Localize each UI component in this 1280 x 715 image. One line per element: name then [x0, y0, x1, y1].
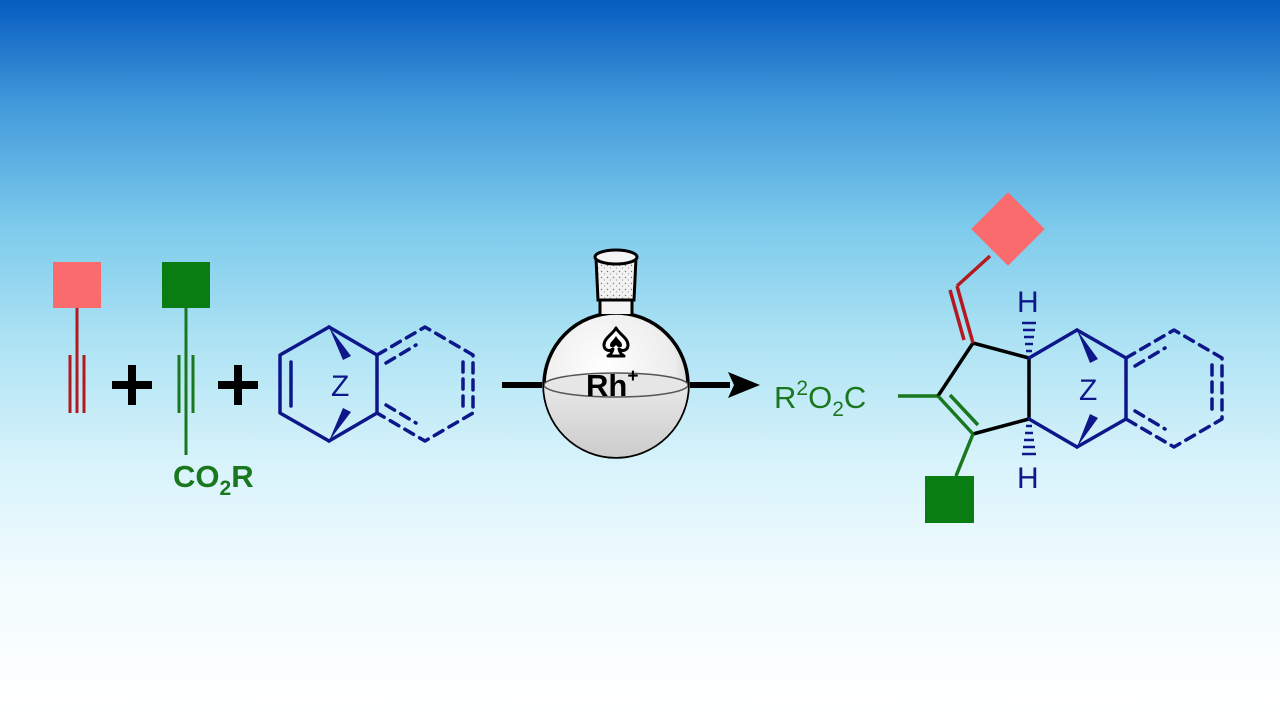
product-square-pink: [971, 192, 1045, 266]
alkyne-1: [53, 262, 101, 413]
round-bottom-flask: Rh+: [542, 248, 690, 459]
substituent-square-pink: [53, 262, 101, 308]
substituent-square-green: [162, 262, 210, 308]
hash-bond-bottom: [1022, 424, 1036, 456]
alkyne-2: CO2R: [162, 262, 254, 500]
plus-sign-2: [218, 365, 258, 405]
product-bridge-label: Z: [1079, 374, 1097, 407]
reaction-arrow: [502, 372, 760, 398]
ester-label: CO2R: [173, 459, 254, 500]
bridge-label: Z: [331, 370, 349, 403]
h-label-bottom: H: [1017, 462, 1039, 495]
product-ester-label: R2O2C: [774, 377, 866, 421]
cyclopentene-product: R2O2C: [774, 192, 1224, 523]
hash-bond-top: [1022, 321, 1036, 353]
catalyst-label: Rh+: [586, 366, 638, 403]
product-square-green: [925, 476, 974, 523]
spade-icon: [602, 326, 630, 358]
h-label-top: H: [1017, 286, 1039, 319]
norbornadiene: Z: [278, 325, 475, 443]
plus-sign-1: [112, 365, 152, 405]
